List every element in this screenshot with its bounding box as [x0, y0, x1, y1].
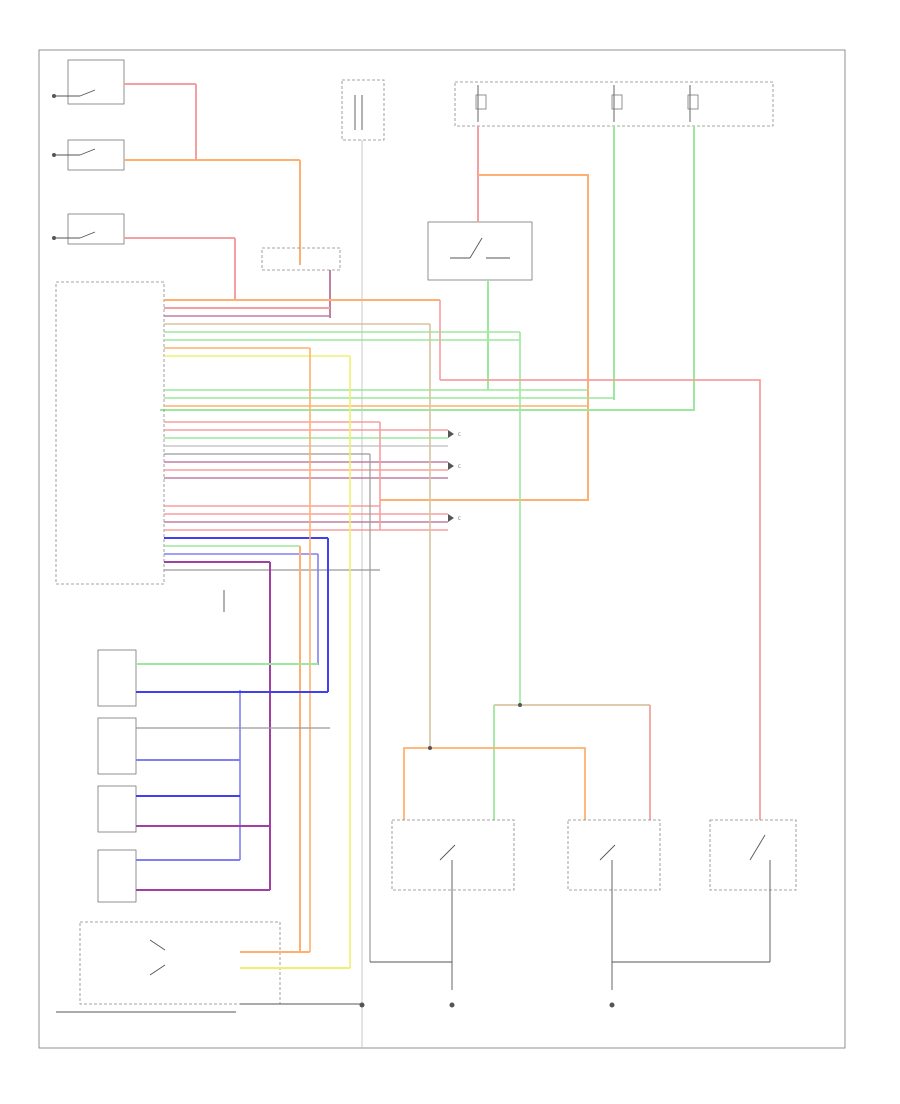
left-rear-lock-actuator [97, 785, 270, 833]
control-unit-pins [164, 299, 614, 571]
passenger-lock-switch [567, 819, 661, 990]
left-rear-door-switch [52, 213, 235, 245]
ground-icon [359, 1002, 365, 1008]
right-rear-lock-actuator [97, 849, 270, 903]
rear-lock-switch [612, 819, 797, 963]
connector-label: C [458, 432, 461, 437]
connector-label: C [458, 464, 461, 469]
fuse-relay-box [454, 81, 774, 127]
connector-labels: C C C [448, 430, 461, 522]
key-cylinder-switch [79, 921, 362, 1005]
control-unit [55, 281, 165, 585]
connector-label: C [458, 516, 461, 521]
left-front-lock-switch [97, 649, 328, 707]
diagram-frame [38, 49, 846, 1049]
right-front-lock-actuator [97, 717, 330, 775]
driver-lock-switch [391, 819, 515, 990]
ground-icon [449, 1002, 455, 1008]
ground-icon [609, 1002, 615, 1008]
hot-in-run-fuse [341, 79, 385, 1048]
right-front-door-switch [52, 139, 300, 171]
right-rear-door-switch [52, 59, 196, 105]
key-switch [427, 221, 533, 281]
